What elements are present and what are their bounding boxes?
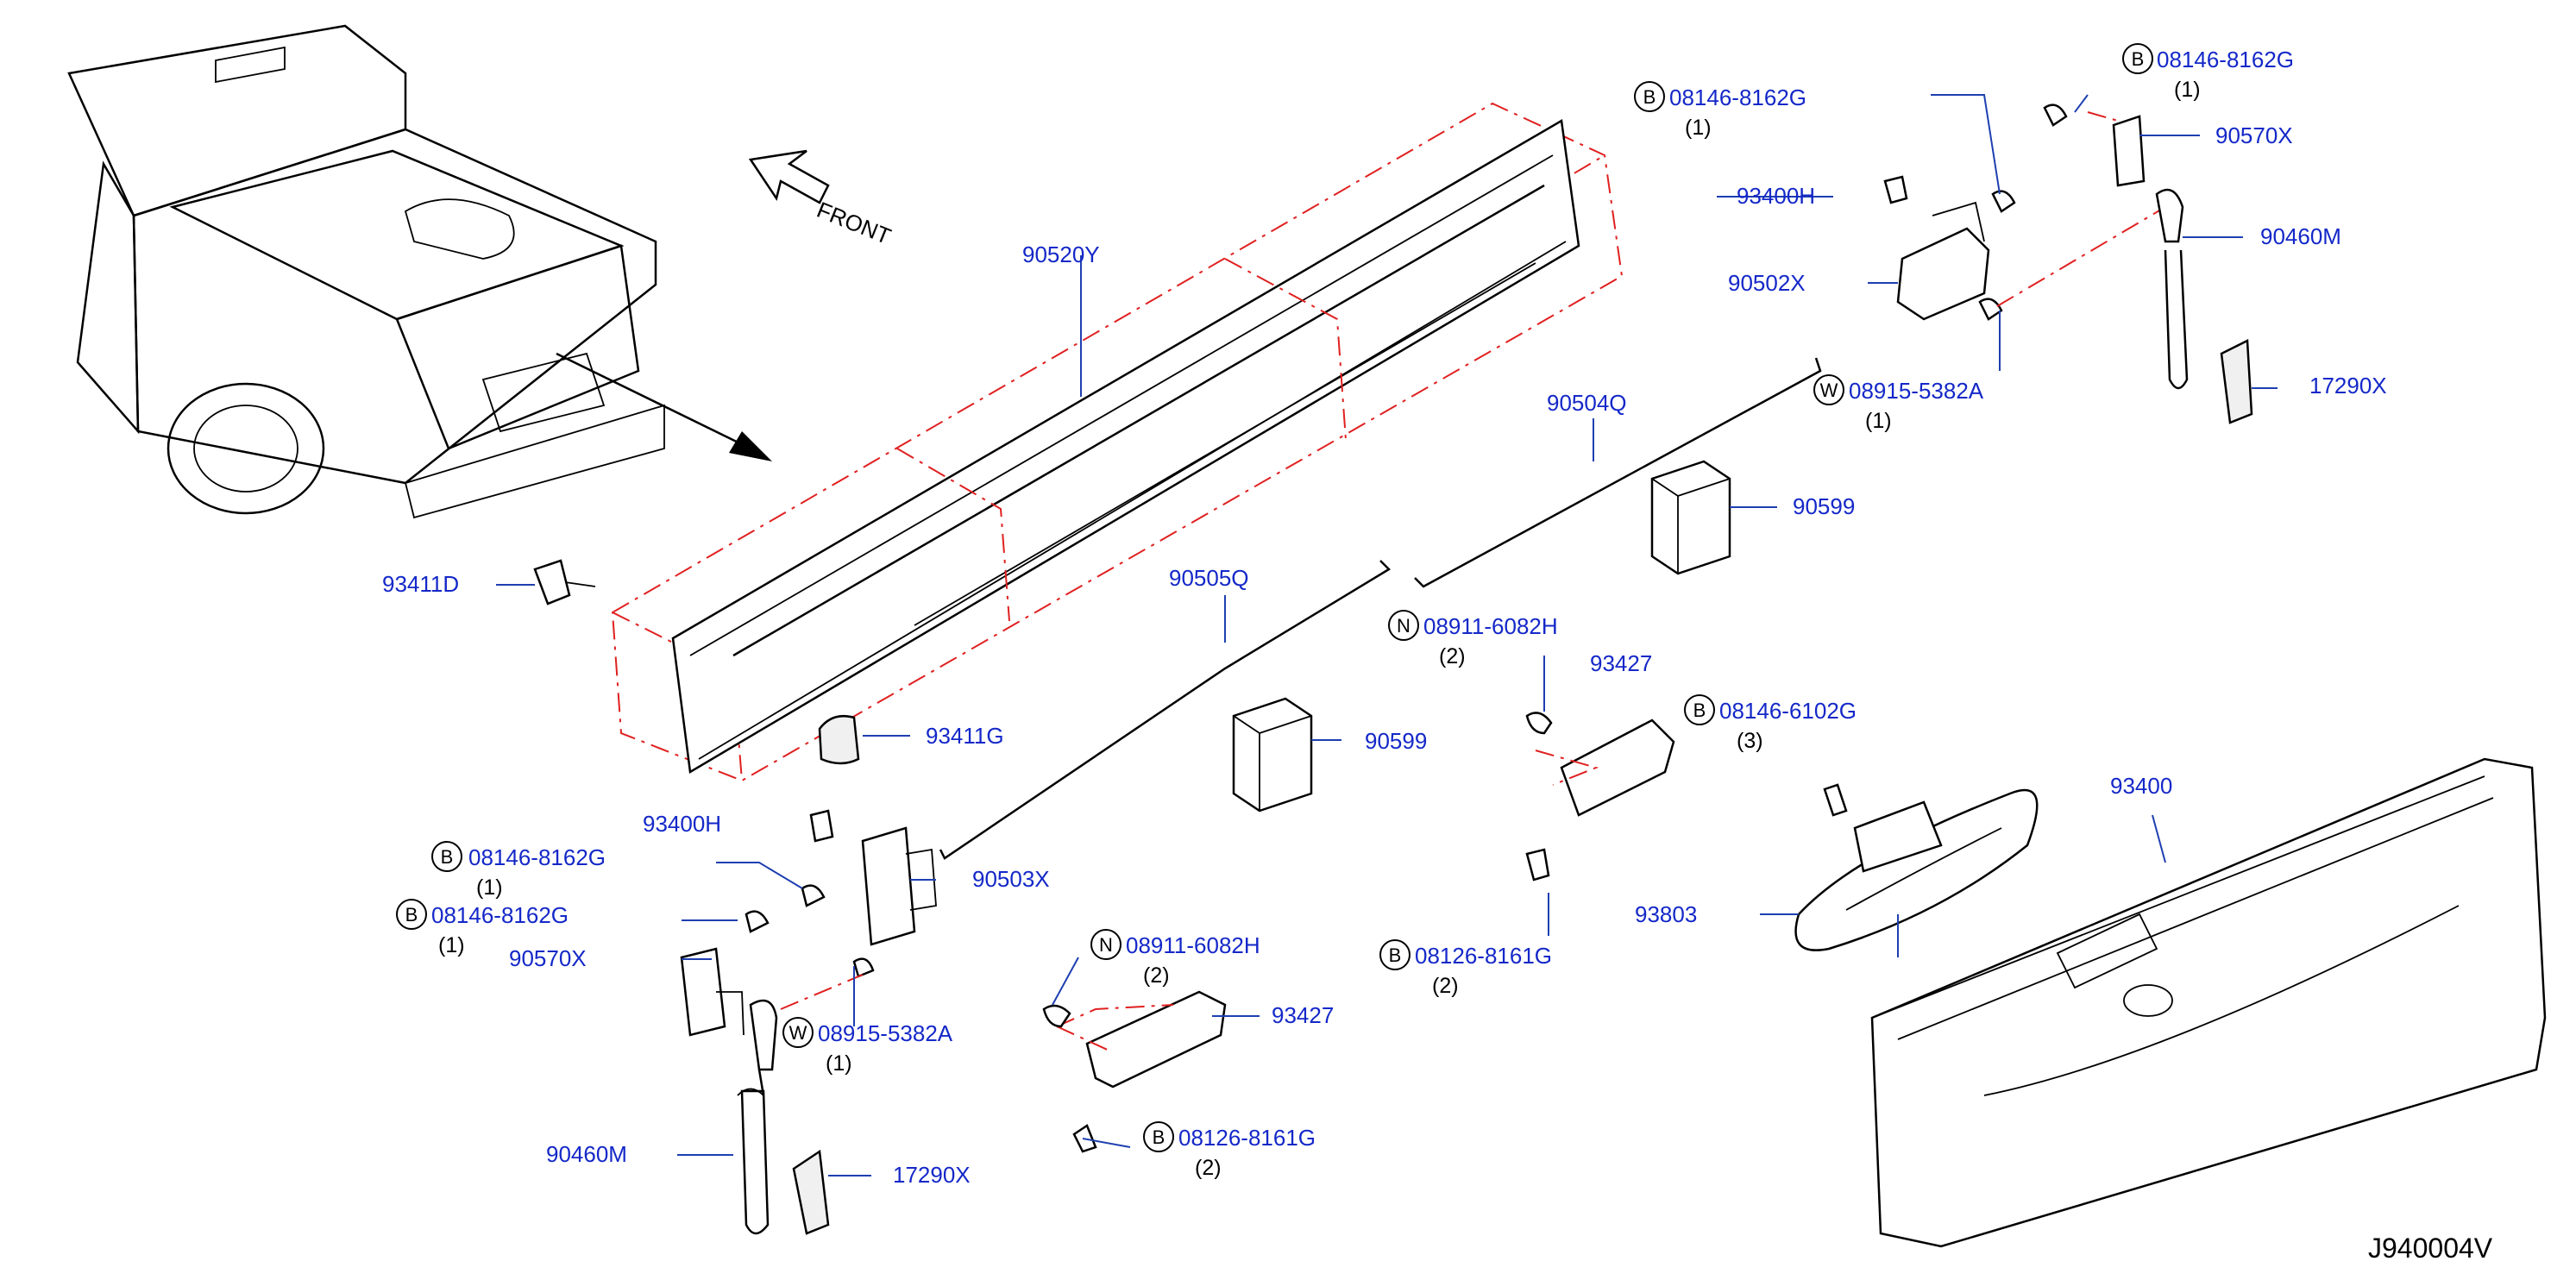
fastener-callouts: B 08146-8162G (1) B 08146-8162G (1) W 08… [405, 47, 2294, 1180]
svg-text:08915-5382A: 08915-5382A [1849, 378, 1984, 404]
bumper-93411g [818, 714, 860, 765]
svg-text:W: W [1820, 380, 1838, 401]
bracket-93427-lower [1042, 990, 1227, 1153]
svg-text:B: B [1153, 1126, 1165, 1148]
svg-text:B: B [2132, 48, 2145, 70]
bracket-93427-upper [1525, 712, 1675, 882]
part-label: 90505Q [1169, 565, 1249, 591]
fastener-callout: B 08126-8161G (2) [1153, 1125, 1316, 1180]
svg-text:(1): (1) [476, 875, 503, 900]
fastener-callout: B 08146-8162G (1) [2132, 47, 2294, 102]
fastener-callout: B 08146-8162G (1) [1643, 85, 1806, 140]
svg-text:B: B [1643, 86, 1656, 108]
part-label: 93411G [926, 723, 1004, 749]
part-label: 90599 [1793, 493, 1855, 519]
part-label: 93427 [1590, 650, 1652, 676]
svg-text:N: N [1397, 615, 1411, 637]
fastener-callout: B 08146-6102G (3) [1693, 698, 1857, 753]
svg-text:(1): (1) [1685, 116, 1712, 140]
hinge-assembly-left [680, 809, 937, 1235]
truck-illustration [67, 24, 665, 519]
fastener-callout: W 08915-5382A (1) [789, 1020, 953, 1076]
part-label: 90460M [546, 1141, 627, 1167]
rod-90505q [939, 560, 1392, 860]
pad-90599-right [1650, 460, 1731, 575]
svg-text:08146-6102G: 08146-6102G [1719, 698, 1857, 724]
svg-text:08911-6082H: 08911-6082H [1423, 613, 1558, 639]
svg-text:(2): (2) [1143, 963, 1170, 988]
part-label: 90570X [509, 945, 587, 971]
tailgate-93400 [1870, 757, 2547, 1248]
part-label: 93427 [1272, 1002, 1334, 1028]
fastener-callout: W 08915-5382A (1) [1820, 378, 1984, 433]
part-label: 93400H [1737, 183, 1815, 209]
svg-text:08146-8162G: 08146-8162G [2157, 47, 2294, 72]
diagram-code: J940004V [2368, 1233, 2493, 1264]
svg-text:(2): (2) [1439, 644, 1466, 668]
part-label: 17290X [2309, 373, 2387, 398]
rod-90504q [1414, 357, 1822, 588]
svg-text:N: N [1099, 934, 1113, 956]
part-label: 93400H [643, 811, 721, 837]
svg-text:08146-8162G: 08146-8162G [1669, 85, 1806, 110]
svg-text:(1): (1) [826, 1051, 852, 1076]
part-label: 90599 [1365, 728, 1427, 754]
svg-text:B: B [405, 904, 418, 925]
fastener-callout: B 08146-8162G (1) [441, 844, 606, 900]
fastener-callout: B 08126-8161G (2) [1389, 943, 1552, 998]
handle-93803 [1794, 783, 2039, 951]
part-label: 90520Y [1022, 242, 1100, 267]
prefix-circles [396, 43, 2153, 1152]
direction-arrow [556, 352, 772, 461]
part-label: 90460M [2260, 223, 2341, 249]
fastener-callout: N 08911-6082H (2) [1099, 932, 1260, 988]
part-label: 90504Q [1547, 390, 1627, 416]
front-label: FRONT [814, 197, 895, 249]
svg-text:08126-8161G: 08126-8161G [1415, 943, 1552, 969]
svg-text:B: B [1693, 700, 1706, 721]
svg-text:08146-8162G: 08146-8162G [468, 844, 606, 870]
tailgate-finisher-panel [611, 102, 1624, 782]
part-labels: 90520Y 93411D 93411G 90505Q 90504Q 90599… [382, 122, 2387, 1188]
part-label: 93411D [382, 571, 459, 597]
svg-text:08915-5382A: 08915-5382A [818, 1020, 953, 1046]
part-label: 17290X [893, 1162, 971, 1188]
svg-text:08146-8162G: 08146-8162G [431, 902, 569, 928]
part-label: 90570X [2215, 122, 2293, 148]
svg-text:W: W [789, 1022, 807, 1044]
leader-lines [496, 94, 2278, 1176]
svg-text:08126-8161G: 08126-8161G [1178, 1125, 1316, 1151]
svg-text:(1): (1) [1865, 409, 1892, 433]
front-arrow-icon: FRONT [748, 149, 895, 249]
fastener-callout: N 08911-6082H (2) [1397, 613, 1558, 668]
hinge-assembly-right [1883, 104, 2253, 424]
part-label: 93400 [2110, 773, 2172, 799]
svg-text:08911-6082H: 08911-6082H [1126, 932, 1260, 958]
svg-text:B: B [441, 846, 454, 868]
part-label: 93803 [1635, 901, 1697, 927]
clip-93411d [533, 559, 596, 605]
svg-text:(2): (2) [1432, 974, 1459, 998]
fastener-callout: B 08146-8162G (1) [405, 902, 569, 957]
svg-text:(1): (1) [438, 933, 465, 957]
svg-text:(3): (3) [1737, 729, 1763, 753]
svg-text:(2): (2) [1195, 1156, 1222, 1180]
part-label: 90502X [1728, 270, 1806, 296]
svg-text:B: B [1389, 944, 1402, 966]
pad-90599-center [1232, 697, 1313, 813]
svg-text:(1): (1) [2174, 78, 2201, 102]
part-label: 90503X [972, 866, 1050, 892]
